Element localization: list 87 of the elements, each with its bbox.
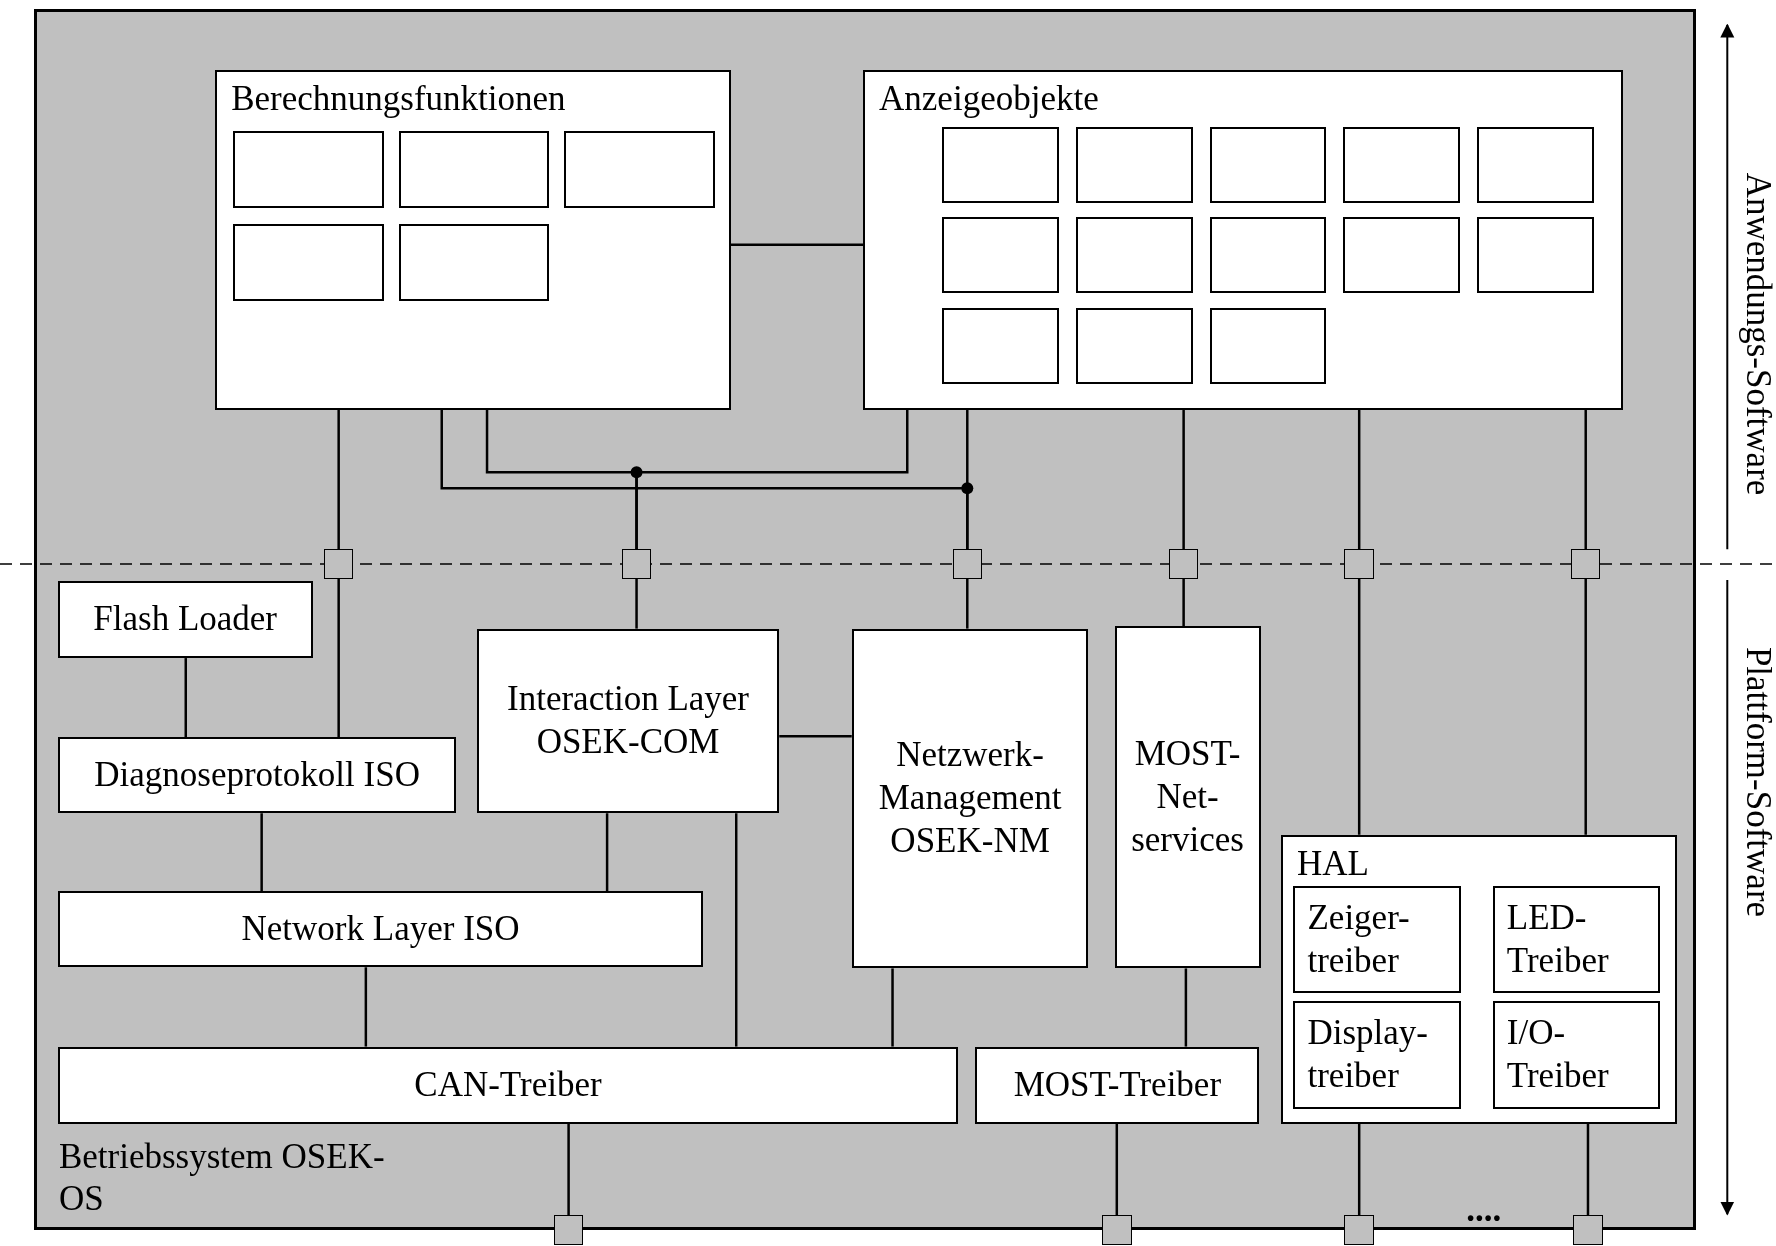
connector-line	[966, 410, 969, 550]
module-label: MOST-Treiber	[1013, 1063, 1222, 1106]
connector-line	[779, 734, 852, 738]
side-label: Plattform-Software	[1737, 646, 1776, 917]
empty-box	[1209, 126, 1327, 203]
empty-box	[233, 131, 384, 209]
module-label: I/O-Treiber	[1506, 1012, 1610, 1098]
empty-box	[942, 126, 1059, 203]
module-label: Network Layer ISO	[241, 907, 520, 950]
system-label: Betriebssystem OSEK-OS	[58, 1135, 386, 1221]
group-box	[863, 70, 1624, 410]
connector-line	[364, 967, 368, 1047]
connector-line	[605, 813, 609, 892]
module-box	[851, 628, 1089, 969]
connector-line	[1182, 410, 1185, 550]
group-heading: Berechnungsfunktionen	[231, 78, 566, 121]
module-box	[57, 891, 704, 968]
connector-line	[1586, 1123, 1590, 1216]
empty-box	[398, 131, 550, 209]
group-box	[215, 70, 731, 410]
group-heading: HAL	[1297, 842, 1369, 885]
connector-line	[1584, 578, 1587, 835]
connector-line	[1182, 578, 1185, 627]
connector-line	[734, 813, 738, 1047]
connector-line	[966, 578, 969, 629]
module-label: LED-Treiber	[1506, 896, 1610, 982]
connector-line	[337, 410, 340, 550]
side-label: Anwendungs-Software	[1737, 172, 1776, 496]
connector-square	[323, 549, 354, 579]
connector-line	[891, 968, 894, 1047]
connector-line	[1115, 1123, 1119, 1216]
connector-square	[952, 549, 982, 579]
connector-line	[1584, 410, 1587, 550]
module-label: Diagnoseprotokoll ISO	[94, 753, 420, 796]
module-label: Display-treiber	[1307, 1012, 1429, 1098]
group-heading: Anzeigeobjekte	[879, 78, 1099, 121]
connector-square	[1344, 1215, 1374, 1245]
connector-line	[1357, 1123, 1361, 1216]
module-label: MOST-Net-services	[1130, 733, 1245, 861]
connector-square	[621, 549, 652, 579]
connector-square	[1102, 1215, 1132, 1245]
module-label: Zeiger-treiber	[1307, 896, 1411, 982]
module-box	[1293, 885, 1462, 994]
empty-box	[1476, 217, 1594, 294]
module-label: CAN-Treiber	[414, 1063, 602, 1106]
empty-box	[1209, 217, 1327, 294]
module-box	[1293, 1001, 1462, 1109]
module-label: Flash Loader	[93, 598, 277, 641]
module-box	[1492, 885, 1661, 994]
connector-line	[337, 578, 340, 738]
module-label: Interaction Layer OSEK-COM	[506, 678, 750, 763]
empty-box	[1076, 217, 1193, 294]
connector-square	[1168, 549, 1199, 579]
module-box	[1114, 626, 1261, 969]
connector-line	[1357, 410, 1361, 550]
empty-box	[1076, 126, 1193, 203]
ellipsis-label: ....	[1466, 1189, 1502, 1230]
connector-line	[635, 578, 638, 629]
module-box	[975, 1046, 1260, 1124]
connector-square	[1344, 549, 1374, 579]
connector-line	[730, 243, 864, 246]
empty-box	[1343, 217, 1460, 294]
module-box	[57, 1046, 959, 1124]
module-box	[57, 737, 457, 814]
connector-line	[567, 1123, 570, 1216]
connector-line	[635, 410, 909, 550]
connector-line	[1184, 968, 1188, 1047]
module-box	[1492, 1001, 1661, 1109]
module-box	[57, 581, 313, 659]
connector-square	[553, 1215, 584, 1245]
empty-box	[942, 217, 1059, 294]
empty-box	[942, 308, 1059, 384]
connector-square	[1570, 549, 1601, 579]
connector-square	[1573, 1215, 1603, 1245]
module-label: Netzwerk-Management OSEK-NM	[877, 734, 1063, 862]
group-box	[1281, 834, 1678, 1124]
empty-box	[398, 224, 550, 302]
empty-box	[1343, 126, 1460, 203]
empty-box	[1209, 308, 1327, 384]
empty-box	[564, 131, 715, 209]
connector-line	[184, 658, 187, 738]
connector-line	[1357, 578, 1361, 835]
connector-line	[260, 813, 263, 892]
empty-box	[1076, 308, 1193, 384]
empty-box	[233, 224, 384, 302]
empty-box	[1476, 126, 1594, 203]
module-box	[476, 628, 780, 814]
